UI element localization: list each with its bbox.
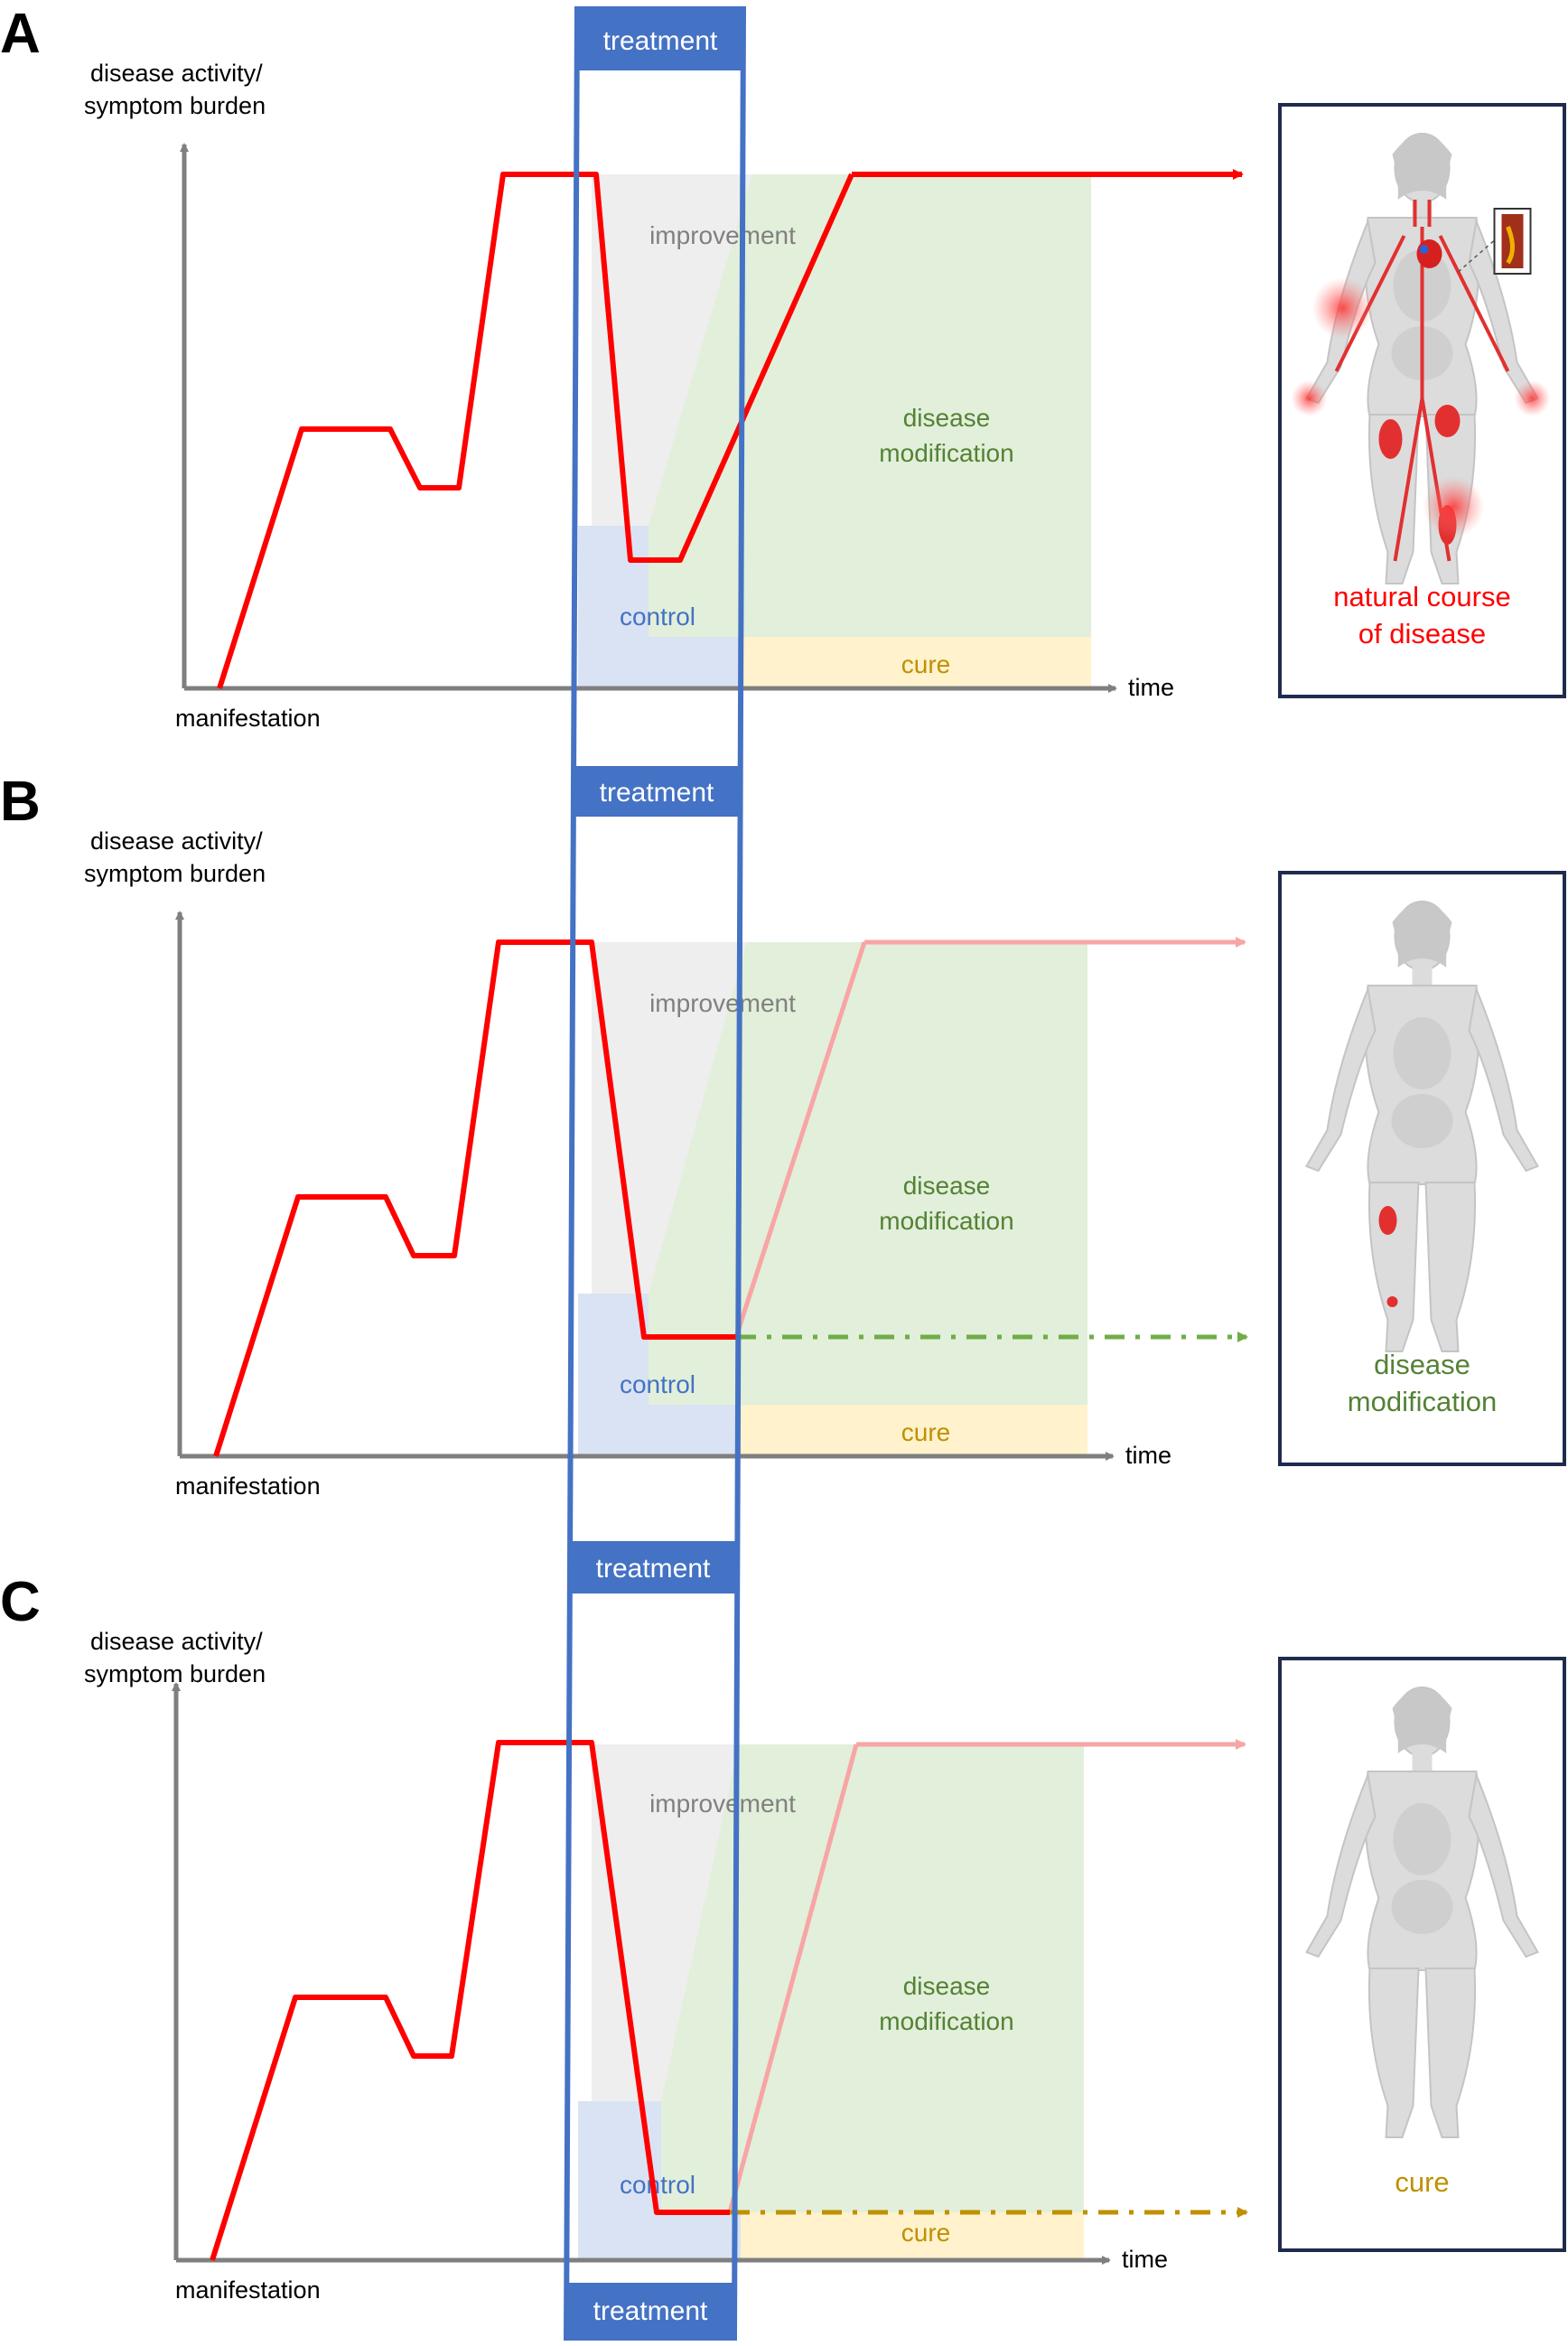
modification-label-line2: modification (879, 1207, 1013, 1235)
faded-course-line (727, 1743, 859, 2213)
body-figure: disease modification (1278, 871, 1566, 1466)
cure-label: cure (901, 1418, 950, 1446)
modification-label-line2: modification (879, 439, 1013, 467)
lesion-shin (1386, 1296, 1398, 1307)
inflammation-left-hand (1291, 380, 1328, 416)
heart-vessel (1419, 245, 1429, 254)
body-caption-line2: of disease (1358, 618, 1486, 650)
lesion-hip (1434, 405, 1461, 437)
modification-label-line1: disease (903, 1172, 991, 1200)
treatment-label-box (577, 9, 743, 70)
modification-label-line1: disease (903, 404, 991, 432)
body-figure: natural course of disease (1278, 103, 1566, 698)
body-caption-line1: natural course (1333, 581, 1510, 612)
y-axis-label-line2: symptom burden (84, 92, 266, 119)
modification-label-line1: disease (903, 1972, 991, 2000)
body-caption-line2: modification (1348, 1386, 1497, 1417)
body-left-leg (1367, 414, 1420, 584)
y-axis-label-line2: symptom burden (84, 1660, 266, 1687)
manifestation-label: manifestation (175, 1472, 321, 1500)
x-axis-label: time (1122, 2246, 1168, 2273)
body-right-arm (1468, 1771, 1539, 1958)
inflammation-elbow (1311, 277, 1374, 339)
inflammation-knee (1423, 476, 1485, 537)
body-neck (1412, 966, 1433, 986)
lesion-thigh (1378, 419, 1403, 459)
modification-label-line2: modification (879, 2007, 1013, 2035)
lesion-thigh (1378, 1206, 1397, 1235)
improvement-label: improvement (649, 221, 796, 249)
body-hair (1392, 902, 1452, 967)
modification-zone (661, 1744, 1084, 2212)
treatment-layer: treatment treatment treatment treatment (563, 6, 747, 2341)
improvement-label: improvement (649, 1790, 796, 1818)
faded-course-line (733, 941, 867, 1338)
treatment-label-box (566, 2283, 734, 2337)
modification-zone (649, 174, 1091, 637)
body-right-arm (1468, 986, 1539, 1173)
body-organs-lower (1391, 1094, 1453, 1148)
body-caption-line1: disease (1374, 1349, 1470, 1380)
y-axis-label-line1: disease activity/ (90, 827, 263, 855)
body-organs (1393, 1017, 1451, 1089)
cure-label: cure (901, 650, 950, 678)
body-right-leg (1424, 1967, 1477, 2138)
panel-letter: B (0, 771, 41, 833)
body-organs-lower (1391, 1880, 1453, 1934)
body-left-arm (1305, 986, 1377, 1173)
cure-label: cure (901, 2219, 950, 2247)
treatment-label-box (569, 1541, 737, 1594)
body-left-arm (1305, 1771, 1377, 1958)
x-axis-label: time (1125, 1442, 1171, 1469)
body-caption-line1: cure (1395, 2166, 1449, 2198)
control-label: control (620, 603, 695, 631)
y-axis-label-line1: disease activity/ (90, 1628, 263, 1655)
treatment-label: treatment (593, 2296, 708, 2326)
x-axis-label: time (1128, 674, 1174, 701)
y-axis-label-line2: symptom burden (84, 860, 266, 887)
manifestation-label: manifestation (175, 705, 321, 732)
modification-zone (649, 942, 1087, 1405)
treatment-label: treatment (596, 1554, 711, 1584)
control-label: control (620, 1370, 695, 1398)
panel-letter: A (0, 3, 41, 65)
body-left-leg (1367, 1967, 1420, 2138)
body-neck (1412, 1752, 1433, 1771)
improvement-label: improvement (649, 989, 796, 1017)
body-organs (1393, 1803, 1451, 1875)
treatment-label-box (573, 766, 741, 817)
body-hair (1392, 134, 1452, 200)
body-right-leg (1424, 1182, 1477, 1352)
body-neck (1412, 198, 1433, 218)
manifestation-label: manifestation (175, 2276, 321, 2304)
disease-course-line (210, 1740, 730, 2261)
artery-inset-pointer (1458, 239, 1495, 273)
panel-letter: C (0, 1571, 41, 1633)
treatment-label: treatment (603, 26, 718, 56)
heart-icon (1416, 239, 1442, 268)
cure-zone (741, 2212, 1084, 2260)
cure-zone (741, 637, 1091, 688)
disease-course-line (213, 939, 736, 1457)
y-axis-label-line1: disease activity/ (90, 60, 263, 87)
body-hair (1392, 1687, 1452, 1753)
artery-inset-plaque (1506, 226, 1515, 265)
control-label: control (620, 2171, 695, 2199)
inflammation-right-hand (1514, 380, 1551, 416)
treatment-label: treatment (600, 778, 714, 808)
body-figure: cure (1278, 1657, 1566, 2252)
cure-zone (741, 1405, 1087, 1456)
disease-course-line (217, 172, 854, 689)
